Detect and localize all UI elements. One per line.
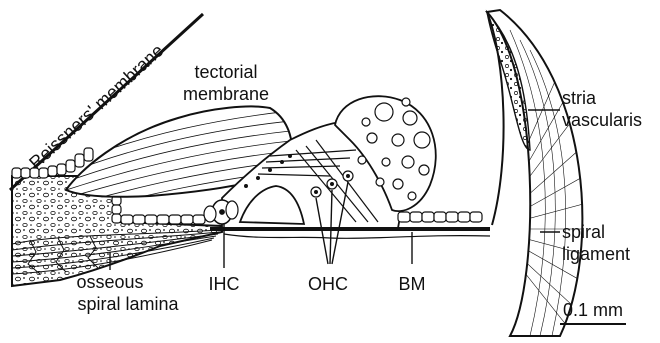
label-osseous-line1: osseous [76,272,143,292]
label-spiral-ligament-line2: ligament [562,244,630,264]
label-scale: 0.1 mm [563,300,623,320]
spiral-ligament-shape [487,10,600,336]
basilar-membrane-shape [210,229,490,238]
label-tectorial-line1: tectorial [194,62,257,82]
label-spiral-ligament-line1: spiral [562,222,605,242]
label-ihc: IHC [209,274,240,294]
label-bm: BM [399,274,426,294]
label-tectorial-line2: membrane [183,84,269,104]
label-stria-line1: stria [562,88,597,108]
label-ohc: OHC [308,274,348,294]
label-stria-line2: vascularis [562,110,642,130]
scale-bar: 0.1 mm [560,300,626,324]
label-osseous-line2: spiral lamina [77,294,179,314]
